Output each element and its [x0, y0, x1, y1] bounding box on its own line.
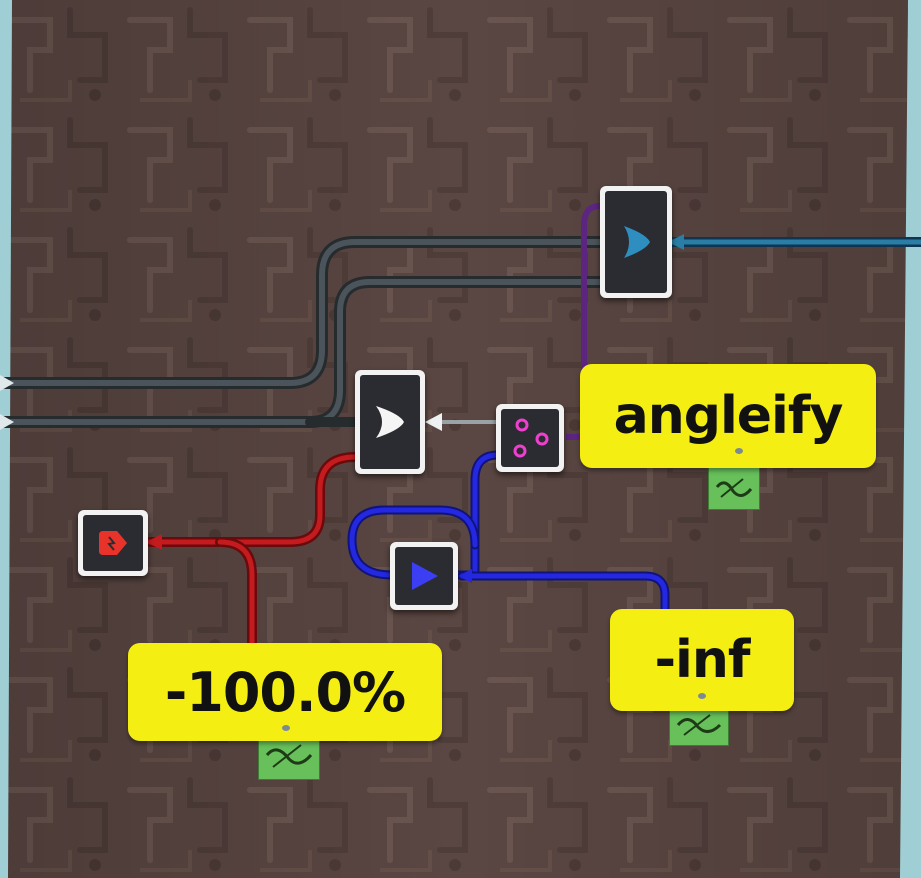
wire-dark-upper — [0, 236, 610, 389]
sign-percent[interactable]: -100.0% — [128, 643, 442, 741]
blue-play-icon — [412, 562, 438, 590]
play-node[interactable] — [390, 542, 458, 610]
wire-blue-loop — [347, 450, 670, 615]
wire-purple — [565, 203, 601, 440]
sign-neg-inf-label: -inf — [654, 630, 750, 690]
green-tag-icon — [676, 714, 722, 736]
wire-dark-lower — [0, 276, 610, 428]
sign-neg-inf[interactable]: -inf — [610, 609, 794, 711]
mid-chevron-node[interactable] — [355, 370, 425, 474]
top-chevron-node[interactable] — [600, 186, 672, 298]
green-tag-icon — [265, 744, 313, 768]
sign-percent-label: -100.0% — [164, 660, 406, 724]
wire-white — [425, 413, 498, 431]
pink-circles-icon — [513, 418, 549, 458]
red-damage-icon — [99, 531, 127, 555]
blue-chevron-icon — [624, 226, 650, 258]
wire-arrow-left-2 — [0, 414, 14, 430]
wire-red — [145, 452, 360, 653]
white-chevron-icon — [376, 406, 404, 438]
sign-angleify[interactable]: angleify — [580, 364, 876, 468]
wire-blue-input — [668, 234, 921, 250]
wire-arrow-left-1 — [0, 375, 14, 391]
red-damage-node[interactable] — [78, 510, 148, 576]
green-tag-icon — [715, 478, 753, 498]
sign-angleify-label: angleify — [613, 386, 844, 446]
combiner-node[interactable] — [496, 404, 564, 472]
tag-percent — [258, 730, 320, 780]
tag-angleify — [708, 466, 760, 510]
